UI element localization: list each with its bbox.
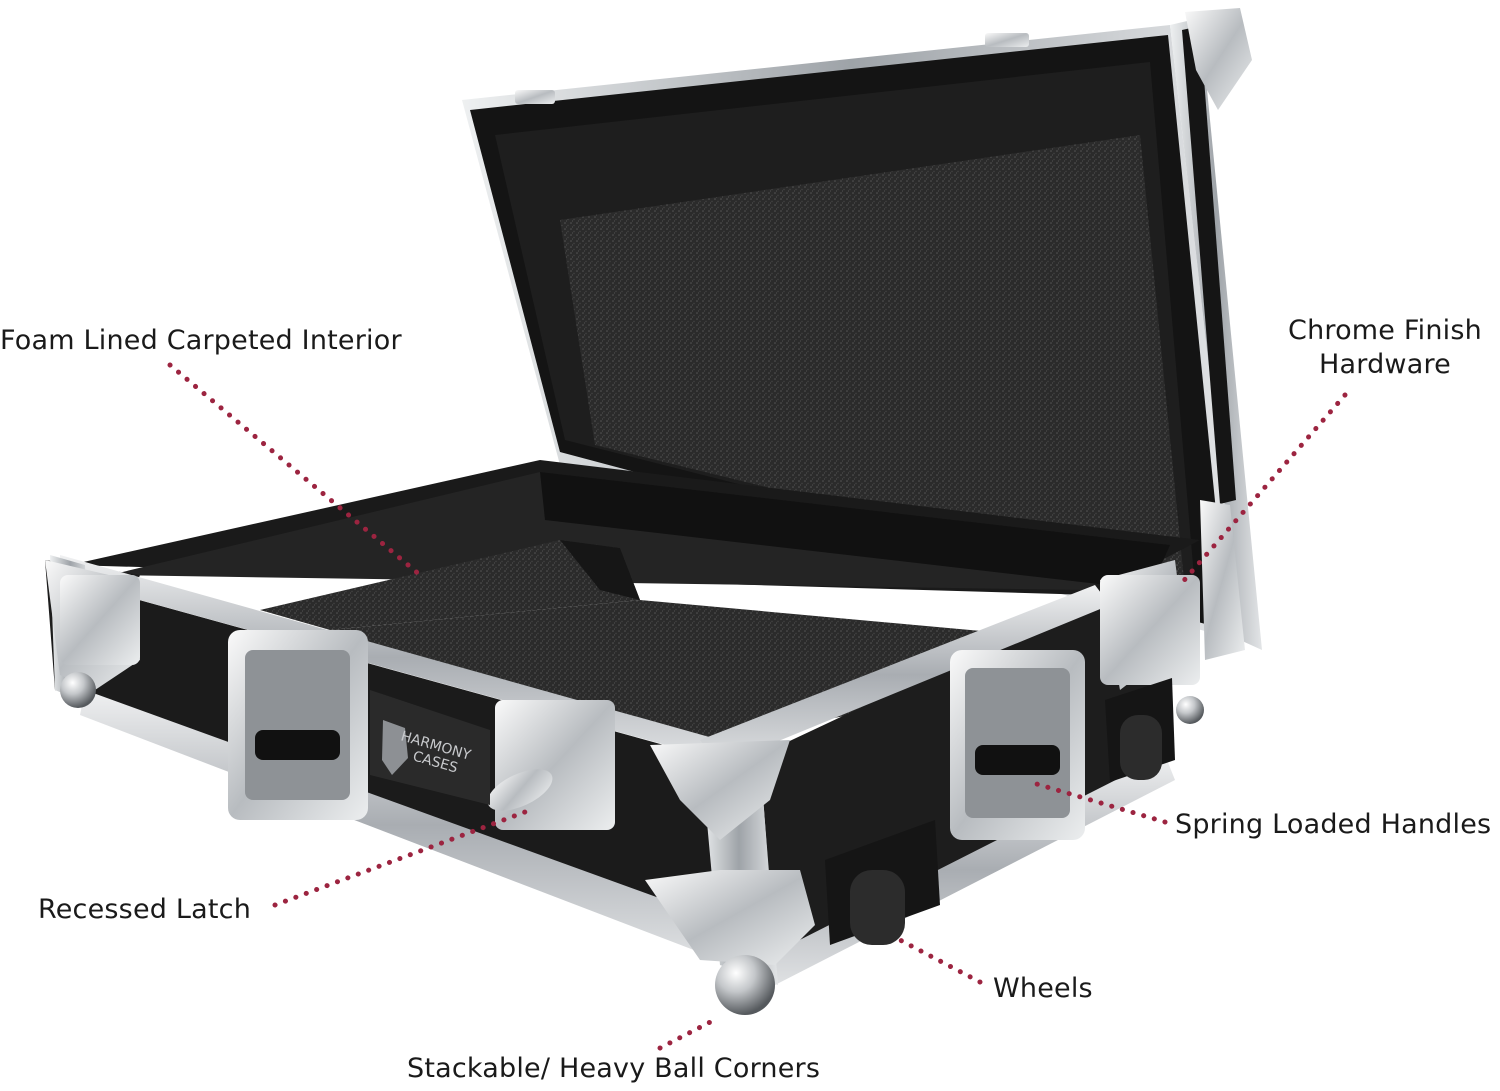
leader-latch <box>272 809 528 908</box>
hinge <box>515 90 555 104</box>
wheel <box>850 870 905 945</box>
callout-wheels: Wheels <box>993 973 1093 1004</box>
callout-corners: Stackable/ Heavy Ball Corners <box>407 1053 821 1084</box>
wheel <box>1120 715 1162 780</box>
shield-icon <box>382 720 408 775</box>
leader-corners <box>657 1015 721 1051</box>
leader-chrome <box>1177 392 1348 588</box>
corner-bracket <box>1200 500 1245 660</box>
callout-chrome: Chrome Finish Hardware <box>1280 314 1490 382</box>
corner-bracket <box>1185 8 1252 110</box>
leader-foam <box>167 362 423 578</box>
wheels <box>825 678 1175 945</box>
hinge <box>985 33 1029 47</box>
callout-latch: Recessed Latch <box>38 894 252 925</box>
brand-badge <box>370 690 490 805</box>
leader-wheels <box>897 937 983 985</box>
callout-leaders <box>167 362 1348 1051</box>
callout-chrome-line2: Hardware <box>1319 349 1451 380</box>
handles <box>228 630 1085 840</box>
ball-corner <box>715 955 775 1015</box>
leader-handles <box>1027 779 1168 825</box>
latch-side <box>1100 575 1200 685</box>
callout-foam: Foam Lined Carpeted Interior <box>0 325 402 356</box>
callout-chrome-line1: Chrome Finish <box>1288 315 1482 346</box>
latch-front <box>495 700 615 830</box>
latches <box>60 575 1200 830</box>
callout-handles: Spring Loaded Handles <box>1175 809 1492 840</box>
